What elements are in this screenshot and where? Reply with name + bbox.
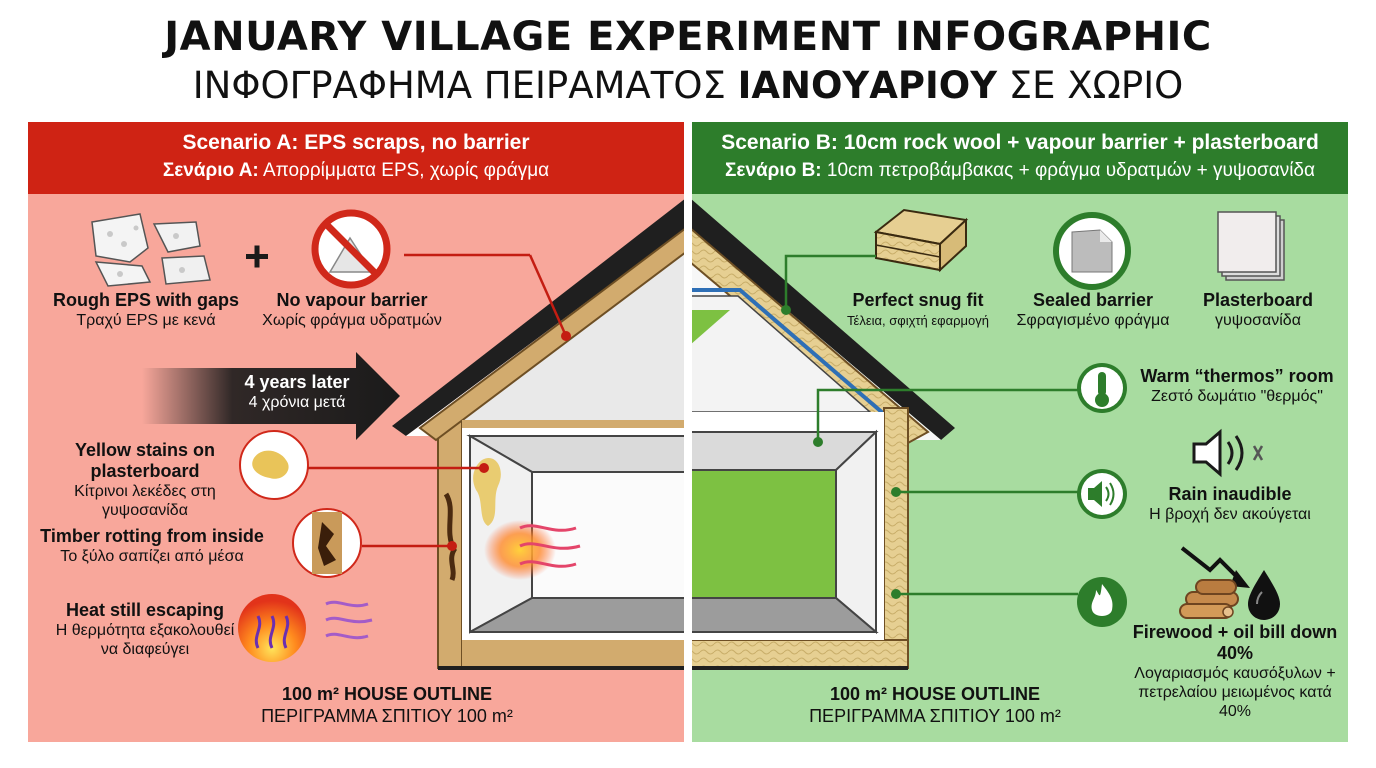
label-warm-room: Warm “thermos” room Ζεστό δωμάτιο "θερμό… (1132, 366, 1342, 406)
scenario-a-subtitle: Σενάριο Α: Απορρίμματα EPS, χωρίς φράγμα (28, 160, 684, 182)
thermometer-icon (1077, 363, 1127, 413)
fire-icon (1077, 577, 1127, 627)
label-no-barrier-gr: Χωρίς φράγμα υδρατμών (262, 312, 442, 329)
label-timber-rotting: Timber rotting from inside Το ξύλο σαπίζ… (40, 526, 264, 566)
page-subtitle: ΙΝΦΟΓΡΑΦΗΜΑ ΠΕΙΡΑΜΑΤΟΣ ΙΑΝΟΥΑΡΙΟΥ ΣΕ ΧΩΡ… (0, 64, 1376, 107)
subtitle-suffix: ΣΕ ΧΩΡΙΟ (997, 64, 1184, 107)
label-sealed-barrier: Sealed barrier Σφραγισμένο φράγμα (1002, 290, 1184, 330)
label-outline-b-gr: ΠΕΡΙΓΡΑΜΜΑ ΣΠΙΤΙΟΥ 100 m² (809, 706, 1061, 726)
label-yellow-stains-gr: Κίτρινοι λεκέδες στη γυψοσανίδα (74, 483, 216, 519)
scenario-a-title: Scenario A: EPS scraps, no barrier (182, 131, 530, 154)
label-warm-room-gr: Ζεστό δωμάτιο "θερμός" (1151, 388, 1323, 405)
plasterboard-icon (1217, 211, 1285, 281)
firewood-icon (1179, 579, 1239, 619)
house-right-half (689, 198, 955, 670)
scenario-b-subtitle-rest: 10cm πετροβάμβακας + φράγμα υδρατμών + γ… (821, 160, 1315, 181)
label-sealed-barrier-en: Sealed barrier (1032, 290, 1154, 310)
house-left-half (392, 198, 687, 670)
rockwool-batt-icon (873, 208, 969, 273)
label-plasterboard: Plasterboard γυψοσανίδα (1186, 290, 1330, 330)
label-plasterboard-gr: γυψοσανίδα (1215, 312, 1301, 329)
label-rough-eps-en: Rough EPS with gaps (52, 290, 239, 310)
label-bill-down-en: Firewood + oil bill down 40% (1132, 622, 1338, 663)
label-heat-escaping: Heat still escaping Η θερμότητα εξακολου… (52, 600, 238, 659)
label-rough-eps-gr: Τραχύ EPS με κενά (76, 312, 216, 329)
speaker-icon (1192, 428, 1264, 478)
oil-drop-icon (1248, 570, 1280, 620)
sealed-barrier-icon (1053, 212, 1131, 290)
label-four-years: 4 years later 4 χρόνια μετά (214, 372, 380, 412)
label-yellow-stains-en: Yellow stains on plasterboard (74, 440, 216, 481)
label-rain-inaudible-gr: Η βροχή δεν ακούγεται (1149, 506, 1311, 523)
label-timber-rotting-gr: Το ξύλο σαπίζει από μέσα (60, 548, 244, 565)
label-no-barrier-en: No vapour barrier (276, 290, 428, 310)
label-outline-a-gr: ΠΕΡΙΓΡΑΜΜΑ ΣΠΙΤΙΟΥ 100 m² (261, 706, 513, 726)
label-bill-down-gr: Λογαριασμός καυσόξυλων + πετρελαίου μειω… (1134, 665, 1336, 720)
scenario-b-subtitle: Σενάριο Β: 10cm πετροβάμβακας + φράγμα υ… (692, 160, 1348, 182)
scenario-a-subtitle-bold: Σενάριο Α: (162, 160, 259, 181)
plus-icon (246, 245, 268, 268)
heat-waves (519, 524, 581, 568)
subtitle-prefix: ΙΝΦΟΓΡΑΦΗΜΑ ΠΕΙΡΑΜΑΤΟΣ (192, 64, 738, 107)
label-heat-escaping-en: Heat still escaping (65, 600, 225, 620)
label-rain-inaudible: Rain inaudible Η βροχή δεν ακούγεται (1130, 484, 1330, 524)
speaker-badge-icon (1077, 469, 1127, 519)
label-no-barrier: No vapour barrier Χωρίς φράγμα υδρατμών (254, 290, 450, 330)
rotting-timber-icon (292, 508, 362, 578)
scenario-a-subtitle-rest: Απορρίμματα EPS, χωρίς φράγμα (258, 160, 550, 181)
label-rain-inaudible-en: Rain inaudible (1168, 484, 1292, 504)
label-four-years-en: 4 years later (244, 372, 350, 392)
label-bill-down: Firewood + oil bill down 40% Λογαριασμός… (1124, 622, 1346, 721)
yellow-stain-icon (239, 430, 309, 500)
label-four-years-gr: 4 χρόνια μετά (248, 394, 346, 411)
page-title: JANUARY VILLAGE EXPERIMENT INFOGRAPHIC (164, 14, 1212, 60)
label-snug-fit: Perfect snug fit Τέλεια, σφιχτή εφαρμογή (816, 290, 1020, 330)
scenario-b-header (692, 122, 1348, 194)
label-outline-b-en: 100 m² HOUSE OUTLINE (829, 684, 1041, 704)
no-barrier-icon (311, 209, 391, 289)
label-warm-room-en: Warm “thermos” room (1140, 366, 1334, 386)
heat-escape-icon (238, 594, 373, 662)
eps-scraps-icon (91, 213, 211, 287)
subtitle-bold: ΙΑΝΟΥΑΡΙΟΥ (737, 64, 997, 107)
label-rough-eps: Rough EPS with gaps Τραχύ EPS με κενά (40, 290, 252, 330)
label-heat-escaping-gr: Η θερμότητα εξακολουθεί να διαφεύγει (55, 622, 235, 658)
arrow-icon (142, 352, 400, 440)
scenario-b-title: Scenario B: 10cm rock wool + vapour barr… (721, 131, 1319, 154)
label-timber-rotting-en: Timber rotting from inside (40, 526, 264, 546)
center-divider (684, 122, 692, 742)
label-outline-a-en: 100 m² HOUSE OUTLINE (281, 684, 493, 704)
label-yellow-stains: Yellow stains on plasterboard Κίτρινοι λ… (56, 440, 234, 520)
scenario-a-header (28, 122, 684, 194)
label-outline-a: 100 m² HOUSE OUTLINE ΠΕΡΙΓΡΑΜΜΑ ΣΠΙΤΙΟΥ … (232, 684, 542, 727)
label-plasterboard-en: Plasterboard (1202, 290, 1314, 310)
scenario-b-subtitle-bold: Σενάριο Β: (725, 160, 822, 181)
label-outline-b: 100 m² HOUSE OUTLINE ΠΕΡΙΓΡΑΜΜΑ ΣΠΙΤΙΟΥ … (780, 684, 1090, 727)
label-snug-fit-gr: Τέλεια, σφιχτή εφαρμογή (847, 313, 989, 328)
label-snug-fit-en: Perfect snug fit (852, 290, 984, 310)
label-sealed-barrier-gr: Σφραγισμένο φράγμα (1016, 312, 1170, 329)
